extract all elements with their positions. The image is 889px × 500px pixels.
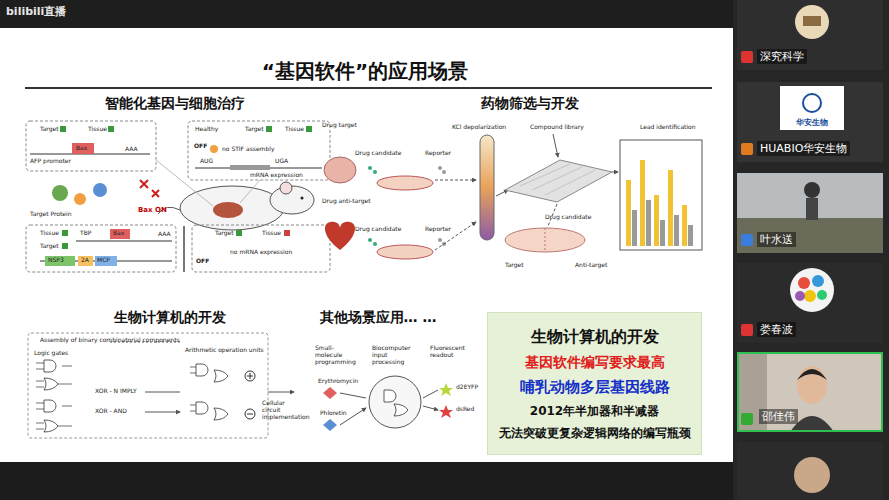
participant-name: 叶水送 bbox=[757, 232, 796, 247]
figure-label: 2A bbox=[81, 257, 89, 264]
figure-label: Target bbox=[245, 126, 264, 133]
section-heading: 生物计算机的开发 bbox=[114, 309, 226, 325]
slide bbox=[0, 28, 733, 462]
figure-label: dsRed bbox=[456, 406, 474, 413]
figure-label: Drug candidate bbox=[355, 226, 401, 233]
figure-label: Target Protein bbox=[30, 211, 72, 218]
gene-therapy-figure bbox=[26, 121, 330, 272]
participant-name: 深究科学 bbox=[757, 49, 807, 64]
figure-label: Logic gates bbox=[34, 350, 68, 357]
figure-label: OFF bbox=[194, 143, 207, 150]
figure-label: Small-molecule programming bbox=[315, 345, 360, 366]
figure-label: Drug target bbox=[322, 122, 357, 129]
figure-label: Drug candidate bbox=[545, 214, 591, 221]
figure-label: UGA bbox=[275, 158, 288, 165]
participant-panel bbox=[733, 0, 889, 500]
figure-label: Target bbox=[40, 126, 59, 133]
section-heading: 智能化基因与细胞治疗 bbox=[105, 95, 245, 111]
participant-thumbnails bbox=[737, 0, 883, 500]
figure-label: Cellular circuit implementation bbox=[262, 400, 302, 421]
section-heading: bilibili直播 bbox=[6, 6, 66, 19]
participant-name: HUABIO华安生物 bbox=[757, 141, 850, 156]
figure-label: Lead identification bbox=[640, 124, 696, 131]
figure-label: XOR - AND bbox=[95, 408, 127, 415]
figure-label: NSP3 bbox=[48, 257, 64, 264]
figure-label: OFF bbox=[196, 258, 209, 265]
figure-label: Target bbox=[40, 243, 59, 250]
figure-label: AUG bbox=[200, 158, 213, 165]
figure-label: Bax bbox=[113, 230, 124, 237]
figure-label: MCP bbox=[97, 257, 110, 264]
drug-screening-figure bbox=[324, 134, 702, 259]
figure-label: Drug anti-target bbox=[322, 198, 371, 205]
figure-label: Arithmetic operation units bbox=[185, 347, 264, 354]
figure-label: Drug candidate bbox=[355, 150, 401, 157]
figure-label: no mRNA expression bbox=[230, 249, 292, 256]
participant-tile: HUABIO华安生物 bbox=[737, 82, 883, 162]
participant-tile: 叶水送 bbox=[737, 173, 883, 253]
figure-label: Compound library bbox=[530, 124, 584, 131]
participant-tile: 深究科学 bbox=[737, 0, 883, 70]
box-point: 哺乳动物多层基因线路 bbox=[520, 378, 670, 396]
participant-name: 邵佳伟 bbox=[759, 409, 798, 424]
figure-label: Bax bbox=[76, 145, 87, 152]
figure-label: Target bbox=[505, 262, 524, 269]
participant-tile: 娄春波 bbox=[737, 263, 883, 343]
figure-label: Fluorescent readout bbox=[430, 345, 470, 359]
slide-title: “基因软件”的应用场景 bbox=[262, 60, 468, 83]
figure-label: AFP promoter bbox=[30, 158, 71, 165]
figure-label: Reporter bbox=[425, 150, 451, 157]
box-point: 2012年半加器和半减器 bbox=[530, 404, 659, 418]
figure-label: Tissue bbox=[40, 230, 59, 237]
figure-label: TBP bbox=[80, 230, 91, 237]
box-heading: 生物计算机的开发 bbox=[531, 327, 659, 346]
figure-label: Assembly of binary combinatorial compone… bbox=[40, 337, 180, 344]
biocomputer-figure bbox=[28, 333, 453, 438]
figure-label: Erythromycin bbox=[318, 378, 358, 385]
figure-label: d2EYFP bbox=[456, 384, 478, 391]
bottom-bar bbox=[0, 462, 733, 500]
figure-label: KCl depolarization bbox=[452, 124, 506, 131]
figure-label: AAA bbox=[125, 146, 138, 153]
box-point: 无法突破更复杂逻辑网络的编写瓶颈 bbox=[499, 426, 691, 440]
figure-label: Target bbox=[215, 230, 234, 237]
participant-tile: 邵佳伟 bbox=[737, 352, 883, 432]
figure-label: no STIF assembly bbox=[222, 146, 274, 153]
figure-label: Tissue bbox=[88, 126, 107, 133]
figure-label: Tissue bbox=[262, 230, 281, 237]
figure-label: 华安生物 bbox=[796, 118, 828, 127]
box-point: 基因软件编写要求最高 bbox=[525, 354, 665, 371]
section-heading: 药物筛选与开发 bbox=[481, 95, 579, 111]
figure-label: XOR - N IMPLY bbox=[95, 388, 137, 395]
figure-label: mRNA expression bbox=[250, 172, 303, 179]
title-rule bbox=[25, 87, 712, 89]
figure-label: Tissue bbox=[285, 126, 304, 133]
figure-label: Phloretin bbox=[320, 410, 347, 417]
participant-name: 娄春波 bbox=[757, 322, 796, 337]
figure-label: AAA bbox=[158, 231, 171, 238]
figure-label: Biocomputer input processing bbox=[372, 345, 420, 366]
figure-label: Reporter bbox=[425, 226, 451, 233]
figure-label: Anti-target bbox=[575, 262, 607, 269]
section-heading: 其他场景应用… … bbox=[320, 309, 437, 325]
figure-label: Healthy bbox=[195, 126, 218, 133]
figure-label: Bax ON bbox=[138, 206, 167, 214]
highlight-box: 生物计算机的开发基因软件编写要求最高哺乳动物多层基因线路 2012年半加器和半减器… bbox=[487, 312, 702, 455]
